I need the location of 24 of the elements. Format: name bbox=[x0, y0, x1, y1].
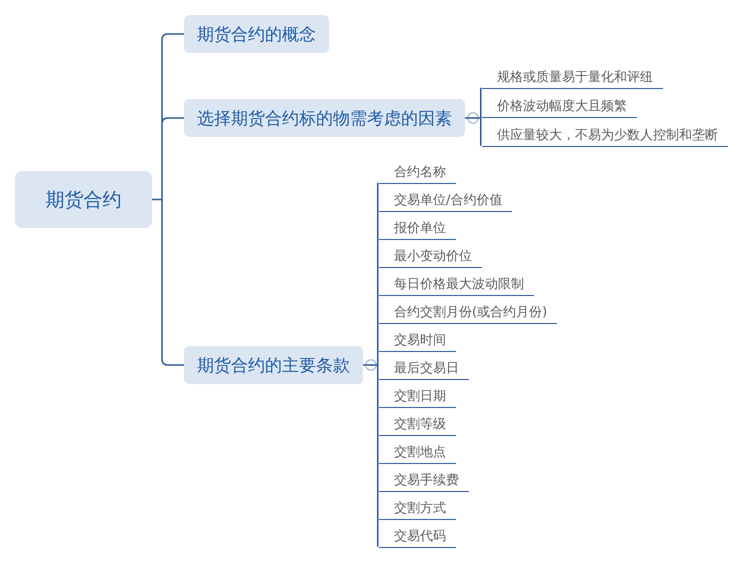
subtopic: 供应量较大，不易为少数人控制和垄断 bbox=[482, 124, 728, 146]
subtopic: 交割方式 bbox=[378, 498, 456, 520]
branch-line bbox=[464, 87, 482, 146]
branch-line bbox=[362, 182, 378, 548]
subtopic: 最小变动价位 bbox=[378, 246, 482, 268]
topic-box: 期货合约的概念 bbox=[184, 15, 329, 53]
subtopic: 交易手续费 bbox=[378, 470, 469, 492]
topic-box: 选择期货合约标的物需考虑的因素 bbox=[184, 99, 465, 137]
subtopic: 最后交易日 bbox=[378, 358, 469, 380]
subtopic: 交割地点 bbox=[378, 442, 456, 464]
subtopic: 交易代码 bbox=[378, 526, 456, 548]
subtopic: 交易时间 bbox=[378, 330, 456, 352]
subtopic: 交割等级 bbox=[378, 414, 456, 436]
subtopic: 报价单位 bbox=[378, 218, 456, 240]
subtopic: 规格或质量易于量化和评纽 bbox=[482, 66, 663, 88]
central-topic-box: 期货合约 bbox=[15, 171, 152, 228]
subtopic: 交割日期 bbox=[378, 386, 456, 408]
subtopic: 合约名称 bbox=[378, 162, 456, 184]
subtopic: 每日价格最大波动限制 bbox=[378, 274, 534, 296]
subtopic: 交易单位/合约价值 bbox=[378, 190, 512, 212]
branch-line bbox=[151, 33, 185, 366]
subtopic: 价格波动幅度大且频繁 bbox=[482, 96, 637, 118]
subtopic: 合约交割月份(或合约月份) bbox=[378, 302, 558, 324]
topic-box: 期货合约的主要条款 bbox=[184, 346, 363, 384]
